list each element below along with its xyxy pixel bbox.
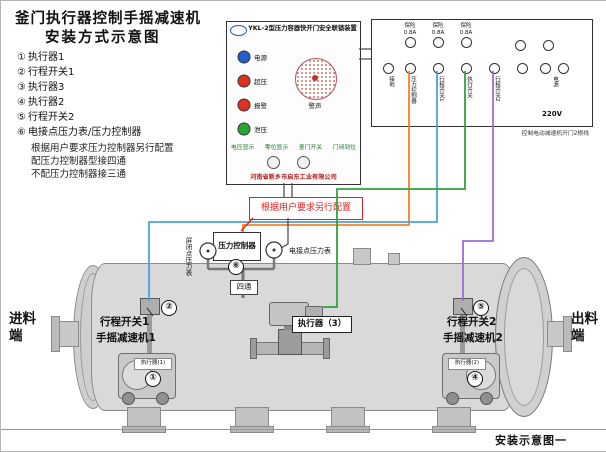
fuse-1: 保险 0.8A [396,23,424,49]
control-box-title: YKL-2型压力容器快开门安全联锁装置 [248,25,357,32]
tank-door [504,268,544,406]
status-label: 电压显示 [231,145,255,151]
bottom-rule [1,429,606,430]
wire-gauge-lead [280,218,289,249]
terminal-actuator [461,63,472,74]
terminal-label-ground: 接地 [388,76,394,87]
indicator-lamp-icon [237,74,251,88]
callout-6-badge: ⑥ [228,259,244,275]
fuse-terminal-icon [432,37,444,49]
actuator-3-label: 执行器（3） [292,316,352,333]
status-label: 门闭到位 [332,145,356,151]
terminal-pressure-controller [405,63,416,74]
top-nozzle [353,248,371,265]
right-gauge-label: 电接点压力表 [289,247,331,255]
wheel-icon [446,392,459,405]
manufacturer-name: 河南省新乡市启东工业有限公司 [250,174,337,181]
travel-switch-1-label: 行程开关1 [100,316,150,328]
indicator-lamp-icon [237,122,251,136]
fuse-terminal-icon [404,37,416,49]
diagram-title-line1: 釜门执行器控制手摇减速机 [15,11,201,27]
indicator-relief: 泄压 [237,122,267,136]
terminal-panel: 保险 0.8A 保险 0.8A 保险 0.8A 接地 压力控制器 行程开关1 执… [371,19,593,127]
feed-end-label: 进料端 [9,311,36,344]
terminal-label-power: 电源 [552,76,558,87]
brand-oval-icon [230,25,247,36]
status-label-row: 电压显示 零位显示 釜门开关 门闭到位 [231,142,356,151]
knob-left[interactable] [267,156,280,169]
callout-1-badge: ① [145,371,161,387]
diagram-title-line2: 安装方式示意图 [45,30,161,46]
feed-nozzle [57,321,79,347]
terminal-travel-switch-1 [433,63,444,74]
terminal-label-travel-switch-1: 行程开关1 [438,76,444,102]
pipe-flange [250,338,257,359]
fuse-terminal-icon [460,37,472,49]
interlock-control-box: YKL-2型压力容器快开门安全联锁装置 电源 超压 报警 泄压 警声 电压显示 … [226,21,361,185]
knob-right[interactable] [297,156,310,169]
terminal-ground [383,63,394,74]
status-label: 零位显示 [264,145,289,151]
terminal-label-actuator: 执行开关 [466,76,472,98]
pressure-gauge-right-icon [265,241,283,259]
discharge-end-label: 出料端 [571,311,598,344]
fuse-2: 保险 0.8A [424,23,452,49]
terminal-label-pressure-controller: 压力控制器 [410,76,416,104]
indicator-overpressure: 超压 [237,74,267,88]
callout-4-badge: ④ [467,371,483,387]
top-nozzle-small [388,253,400,265]
actuator-3-body [269,302,309,326]
wheel-icon [122,392,135,405]
panel-note: 控制电动减速机开门2根线 [521,131,589,137]
indicator-power: 电源 [237,50,267,64]
callout-5-badge: ⑤ [473,300,489,316]
terminal-spare [517,63,528,74]
terminal-travel-switch-2 [489,63,500,74]
four-way-fitting-label: 四通 [230,280,258,295]
figure-caption: 安装示意图一 [495,434,567,447]
hand-reducer-2-label: 手摇减速机2 [443,332,503,344]
travel-switch-2 [453,298,473,315]
legend-note-3: 不配压力控制器接三通 [31,169,127,180]
alarm-speaker-dot-icon [312,75,318,81]
gauge-needle-dot [272,248,276,252]
legend-note-1: 根据用户要求压力控制器另行配置 [31,143,174,154]
actuator-1-tag: 执行器(1) [134,358,172,370]
indicator-lamp-icon [237,98,251,112]
voltage-label: 220V [541,110,563,118]
wheel-icon [480,392,493,405]
terminal-label-travel-switch-2: 行程开关2 [494,76,500,102]
wheel-icon [156,392,169,405]
feed-nozzle-flange [51,316,60,352]
terminal-power-l [540,63,551,74]
left-gauge-label: 屏闭点压力表 [184,237,192,276]
discharge-nozzle-flange [563,316,572,352]
travel-switch-2-label: 行程开关2 [447,316,497,328]
legend-note-2: 配压力控制器型接四通 [31,156,127,167]
fuse-3: 保险 0.8A [452,23,480,49]
actuator-2-tag: 执行器(2) [448,358,486,370]
optional-config-note: 根据用户要求另行配置 [249,197,363,220]
pipe-flange [323,338,330,359]
terminal-power-n [558,63,569,74]
right-switch-rod [460,311,465,355]
callout-2-badge: ② [161,300,177,316]
gauge-needle-dot [206,249,210,253]
alarm-speaker-label: 警声 [308,102,322,110]
left-switch-rod [147,311,152,355]
status-label: 釜门开关 [298,145,323,151]
indicator-alarm: 报警 [237,98,267,112]
indicator-lamp-icon [237,50,251,64]
lamp-terminal-icon [543,40,554,51]
hand-reducer-1-label: 手摇减速机1 [96,332,156,344]
lamp-terminal-icon [515,40,526,51]
travel-switch-1 [140,298,160,315]
pressure-controller-box: 压力控制器 [213,232,261,261]
